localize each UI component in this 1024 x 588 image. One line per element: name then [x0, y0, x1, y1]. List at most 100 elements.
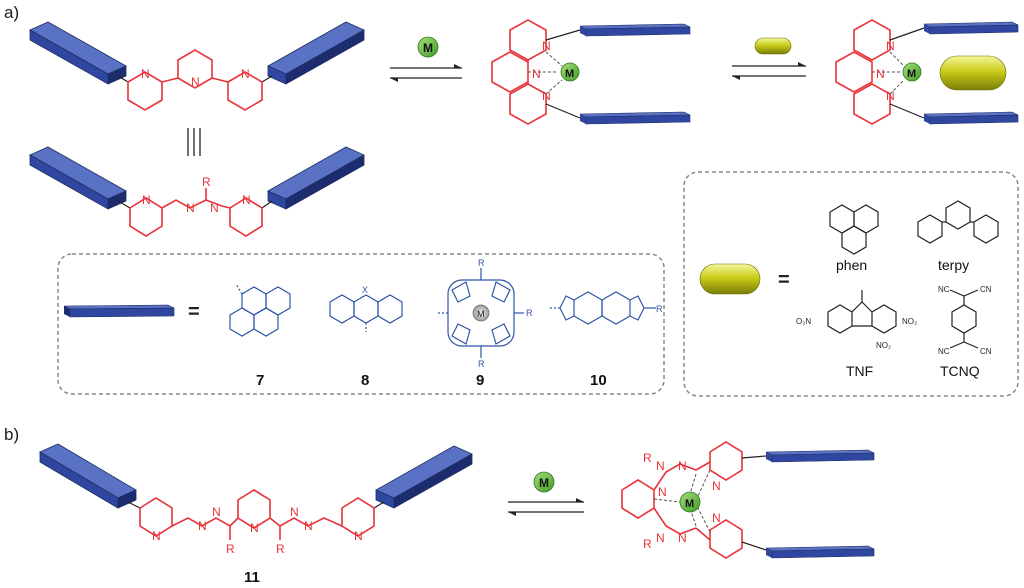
- r-substituent: R: [478, 258, 485, 268]
- n-atom: N: [886, 89, 895, 103]
- n-atom: N: [290, 505, 299, 519]
- r-substituent: R: [276, 542, 285, 556]
- compound-label-11: 11: [244, 569, 260, 586]
- ndi-structure: [548, 291, 656, 325]
- n-atom: N: [678, 531, 687, 545]
- metal-complex-11: M R R N N N N N N N: [621, 441, 875, 559]
- n-atom: N: [250, 521, 259, 535]
- guest-pill-legend: [699, 263, 761, 295]
- tcnq-nc-top: NC: [938, 285, 950, 294]
- anthracene-x: X: [362, 285, 368, 295]
- guest-name-tcnq: TCNQ: [940, 363, 980, 379]
- blue-slab-left: [29, 21, 127, 85]
- phen-structure: [829, 204, 879, 255]
- n-atom: N: [304, 519, 313, 533]
- tcnq-nc-bottom: NC: [938, 347, 950, 356]
- guest-pill-bound: [939, 55, 1007, 91]
- tcnq-structure: [949, 289, 979, 349]
- host-guest-complex: M N N N: [835, 19, 1019, 125]
- tnf-structure: [827, 290, 897, 334]
- n-atom: N: [141, 67, 150, 81]
- blue-slab-left: [39, 443, 137, 509]
- r-substituent: R: [226, 542, 235, 556]
- metal-label: M: [685, 498, 694, 510]
- tcnq-cn-top: CN: [980, 285, 992, 294]
- guest-name-terpy: terpy: [938, 257, 969, 273]
- metal-label: M: [539, 476, 549, 490]
- n-atom: N: [186, 201, 195, 215]
- metal-label: M: [565, 68, 574, 80]
- equals-sign: =: [778, 269, 790, 291]
- n-atom: N: [712, 479, 721, 493]
- equilibrium-arrow-metal-b: M: [508, 471, 584, 516]
- metal-ion-grey: [472, 304, 490, 322]
- panel-a-label: a): [4, 3, 19, 22]
- r-substituent: R: [643, 451, 652, 465]
- n-atom: N: [354, 529, 363, 543]
- r-substituent: R: [202, 175, 211, 189]
- n-atom: N: [678, 459, 687, 473]
- metal-label: M: [907, 68, 916, 80]
- n-atom: N: [191, 75, 200, 89]
- anthracene-structure: [329, 294, 403, 332]
- equivalence-bars: [187, 128, 201, 156]
- n-atom: N: [198, 519, 207, 533]
- n-atom: N: [212, 505, 221, 519]
- r-substituent: R: [643, 537, 652, 551]
- n-atom: N: [142, 193, 151, 207]
- metal-ion: [902, 62, 922, 82]
- metal-label: M: [423, 41, 433, 55]
- blue-slab-right: [375, 445, 473, 509]
- guest-pill-small: [754, 37, 792, 55]
- blue-slab-upper: [579, 23, 691, 37]
- n-atom: N: [656, 531, 665, 545]
- n-atom: N: [210, 201, 219, 215]
- n-atom: N: [542, 39, 551, 53]
- guest-legend-box: = phen terpy O₂N NO₂ NO₂ TNF: [683, 171, 1019, 397]
- metal-ion: [679, 491, 701, 513]
- n-atom: N: [876, 67, 885, 81]
- equals-sign: =: [188, 301, 200, 323]
- tnf-o2n: O₂N: [796, 317, 811, 326]
- bis-hydrazone-ligand-11: N N N N N N N R R: [39, 443, 473, 556]
- terpyridine-core: [117, 49, 273, 111]
- blue-slab-right: [267, 146, 365, 210]
- blue-slab-lower: [579, 111, 691, 125]
- r-substituent: R: [656, 304, 663, 314]
- guest-name-tnf: TNF: [846, 363, 873, 379]
- compound-label-10: 10: [590, 372, 607, 389]
- blue-slab-lower: [923, 111, 1019, 125]
- metal-ion: [560, 62, 580, 82]
- metal-ion: [533, 471, 555, 493]
- guest-name-phen: phen: [836, 257, 867, 273]
- unit-legend-box: = X M R: [57, 253, 665, 395]
- blue-slab-lower: [765, 545, 875, 559]
- blue-slab-right: [267, 21, 365, 85]
- r-substituent: R: [526, 308, 533, 318]
- metal-ion: [417, 36, 439, 58]
- n-atom: N: [712, 511, 721, 525]
- equilibrium-arrow-metal: M: [390, 36, 462, 82]
- tnf-no2-bottom: NO₂: [876, 341, 891, 350]
- blue-slab-upper: [923, 21, 1019, 35]
- n-atom: N: [241, 67, 250, 81]
- metal-complex-tweezer: M N N N: [491, 19, 691, 125]
- porphyrin-structure: [436, 268, 524, 358]
- terpy-structure: [917, 200, 999, 244]
- compound-label-9: 9: [476, 372, 484, 389]
- n-atom: N: [886, 39, 895, 53]
- r-substituent: R: [478, 359, 485, 369]
- blue-slab-upper: [765, 449, 875, 463]
- equilibrium-arrow-guest: [732, 37, 806, 80]
- hydrazone-ligand: N N N N R: [29, 146, 365, 237]
- porphyrin-metal: M: [477, 309, 485, 319]
- pyrene-structure: [229, 283, 291, 337]
- n-atom: N: [656, 459, 665, 473]
- blue-slab-legend: [63, 304, 175, 318]
- n-atom: N: [542, 89, 551, 103]
- n-atom: N: [658, 485, 667, 499]
- compound-label-8: 8: [361, 372, 369, 389]
- tcnq-cn-bottom: CN: [980, 347, 992, 356]
- compound-label-7: 7: [256, 372, 264, 389]
